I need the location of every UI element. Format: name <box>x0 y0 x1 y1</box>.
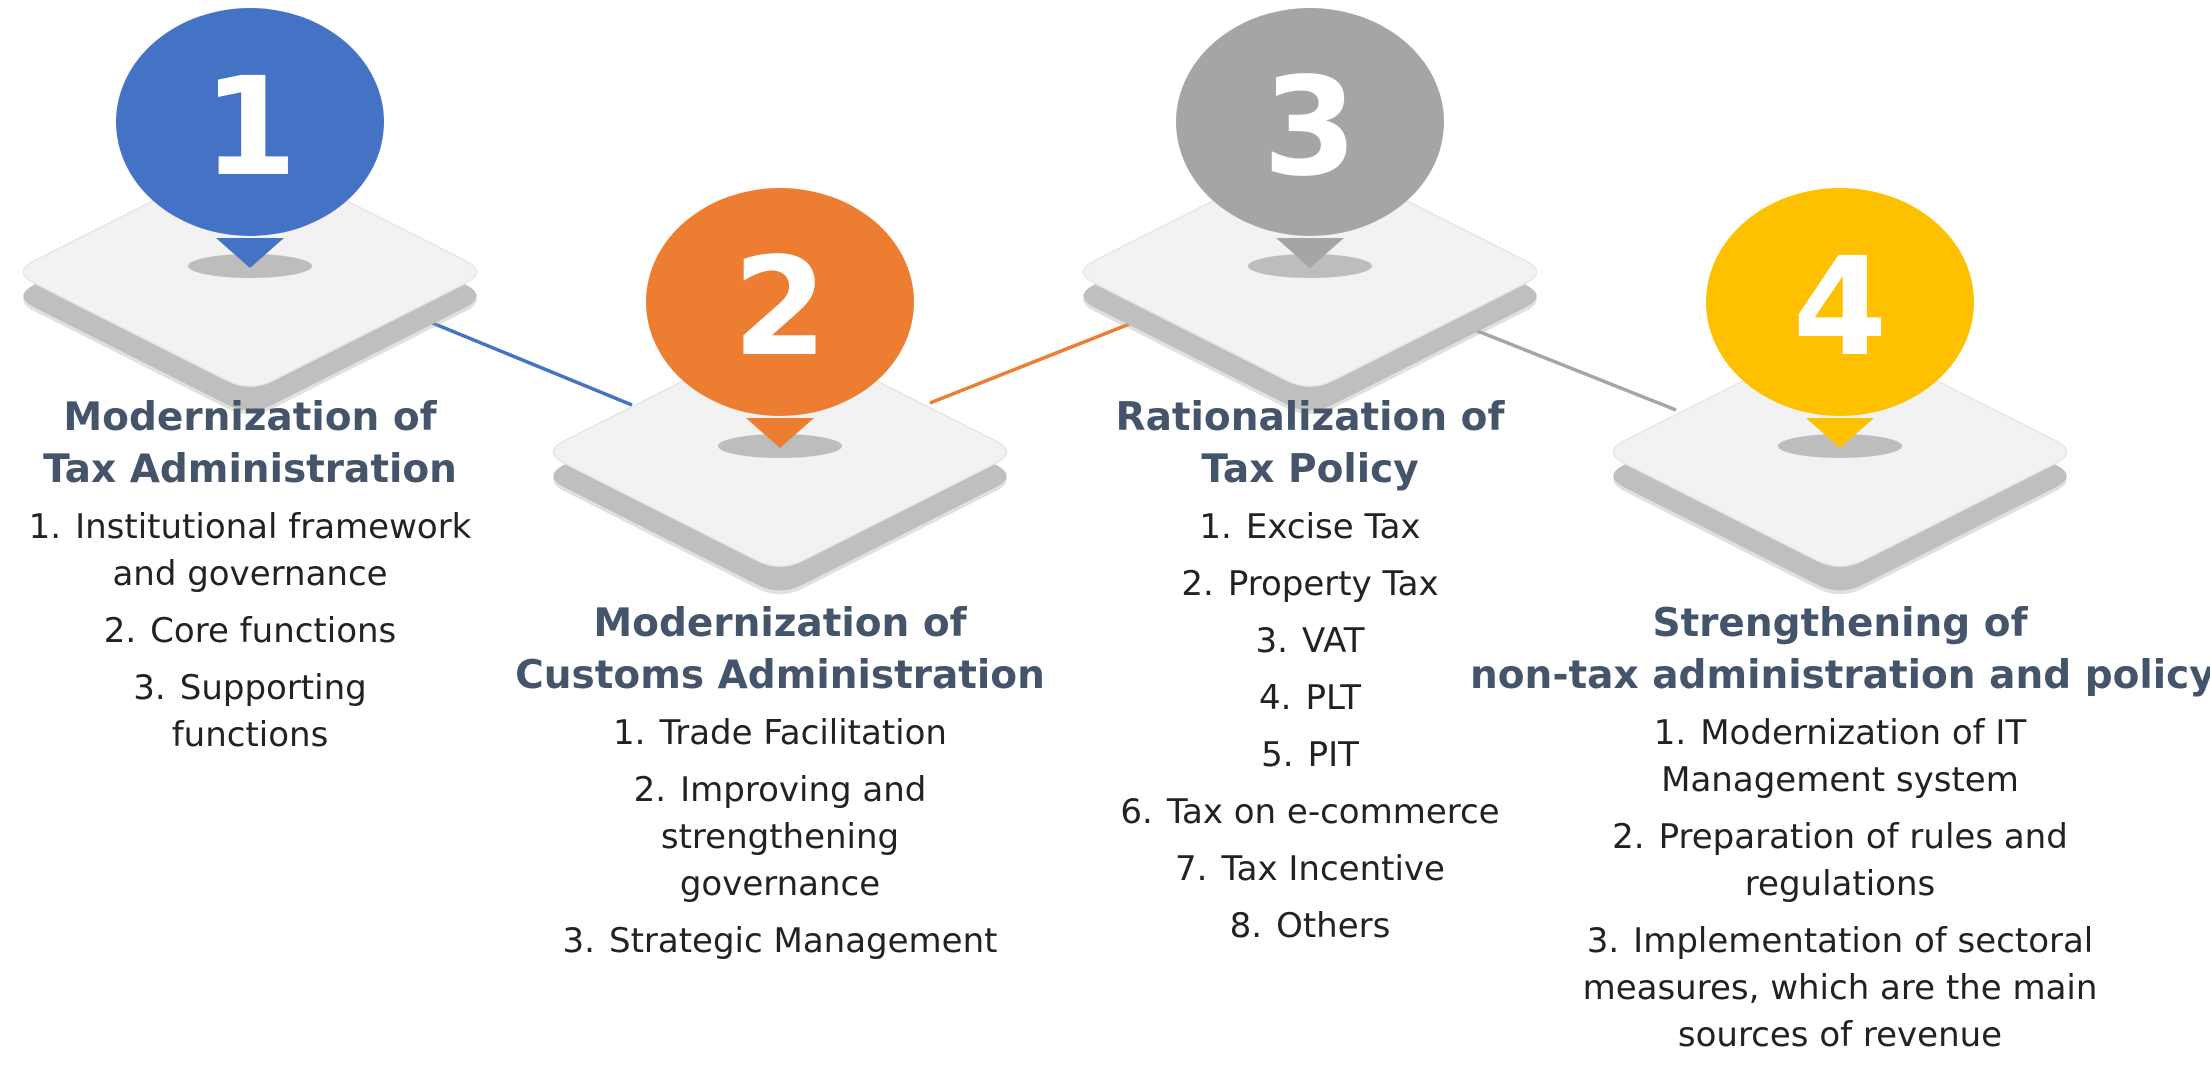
list-item-text: Property Tax <box>1227 564 1439 604</box>
connector-lines <box>429 320 1677 412</box>
pillar-number-1: 1 <box>203 49 298 207</box>
pillar-number-3: 3 <box>1263 49 1358 207</box>
marker-pin-2: 2 <box>646 188 914 448</box>
pillar-title-line: Customs Administration <box>515 653 1045 698</box>
marker-circle-3 <box>1176 8 1444 236</box>
pillar-title-line: Strengthening of <box>1652 601 2028 646</box>
marker-pin-3: 3 <box>1176 8 1444 268</box>
list-item-text: Preparation of rules and regulations <box>1658 817 2068 904</box>
list-item-text: PIT <box>1307 735 1359 775</box>
list-item-number: 2. <box>103 611 137 651</box>
list-item-text: Institutional framework and governance <box>75 507 472 594</box>
list-item: 5. PIT <box>1060 732 1560 779</box>
list-item-text: Improving and strengthening governance <box>660 770 927 904</box>
marker-tail-2 <box>746 418 814 448</box>
list-item-number: 1. <box>28 507 62 547</box>
list-item-number: 1. <box>613 713 646 753</box>
pillar-title-line: Modernization of <box>63 395 437 440</box>
pillar-title-line: Tax Policy <box>1201 447 1419 492</box>
pillar-title-1: Modernization of Tax Administration <box>0 392 500 496</box>
marker-tail-3 <box>1276 238 1344 268</box>
platform-2 <box>552 337 1008 595</box>
platform-3 <box>1082 157 1538 415</box>
marker-pin-1: 1 <box>116 8 384 268</box>
list-item: 3. VAT <box>1060 618 1560 665</box>
platform-1 <box>22 157 478 415</box>
list-item: 7. Tax Incentive <box>1060 846 1560 893</box>
list-item: 2.Improving and strengthening governance <box>630 767 930 908</box>
list-item: 2. Core functions <box>80 608 420 655</box>
connector-line-1-2 <box>429 320 633 407</box>
list-item-number: 1. <box>1199 507 1232 547</box>
list-item: 1. Excise Tax <box>1060 504 1560 551</box>
marker-tail-1 <box>216 238 284 268</box>
list-item-number: 3. <box>562 921 595 961</box>
list-item-text: VAT <box>1301 621 1365 661</box>
connector-line-2-3 <box>929 321 1133 405</box>
list-item-text: Strategic Management <box>608 921 998 961</box>
list-item-text: Others <box>1276 906 1391 946</box>
marker-pin-4: 4 <box>1706 188 1974 448</box>
pillar-text-4: Strengthening of non-tax administration a… <box>1470 598 2210 1069</box>
list-item-text: PLT <box>1305 678 1361 718</box>
list-item: 4. PLT <box>1060 675 1560 722</box>
marker-circle-4 <box>1706 188 1974 416</box>
list-item-number: 1. <box>1653 713 1687 753</box>
list-item-number: 8. <box>1229 906 1263 946</box>
pillar-title-3: Rationalization of Tax Policy <box>1060 392 1560 496</box>
marker-circle-2 <box>646 188 914 416</box>
pillar-items-2: 1. Trade Facilitation 2.Improving and stre… <box>500 710 1060 965</box>
list-item: 3.Supporting functions <box>70 665 430 759</box>
list-item-text: Supporting functions <box>171 668 367 755</box>
list-item: 6. Tax on e-commerce <box>1060 789 1560 836</box>
pillar-items-4: 1.Modernization of IT Management system 2… <box>1470 710 2210 1059</box>
pillar-items-1: 1. Institutional framework and governance… <box>0 504 500 759</box>
pillar-text-2: Modernization of Customs Administration 1.… <box>500 598 1060 975</box>
list-item: 2. Preparation of rules and regulations <box>1600 814 2080 908</box>
pillar-text-3: Rationalization of Tax Policy 1. Excise Tax… <box>1060 392 1560 960</box>
pillar-text-1: Modernization of Tax Administration 1. Inst… <box>0 392 500 769</box>
list-item-number: 2. <box>1612 817 1645 857</box>
pillar-number-2: 2 <box>733 229 828 387</box>
list-item-text: Modernization of IT Management system <box>1661 713 2027 800</box>
marker-circle-1 <box>116 8 384 236</box>
pillar-title-line: non-tax administration and policy <box>1470 653 2210 698</box>
list-item: 1.Modernization of IT Management system <box>1620 710 2060 804</box>
pillar-title-2: Modernization of Customs Administration <box>500 598 1060 702</box>
list-item: 3. Strategic Management <box>545 918 1015 965</box>
list-item-number: 7. <box>1175 849 1208 889</box>
list-item-text: Excise Tax <box>1245 507 1421 547</box>
list-item-number: 3. <box>1255 621 1288 661</box>
marker-tail-4 <box>1806 418 1874 448</box>
list-item: 1. Trade Facilitation <box>570 710 990 757</box>
pillar-title-line: Modernization of <box>593 601 967 646</box>
pillar-title-line: Tax Administration <box>43 447 457 492</box>
pillar-title-line: Rationalization of <box>1115 395 1505 440</box>
list-item-number: 4. <box>1259 678 1292 718</box>
list-item-number: 2. <box>1181 564 1214 604</box>
connector-line-3-4 <box>1469 326 1677 412</box>
list-item-text: Tax on e-commerce <box>1166 792 1500 832</box>
list-item: 2. Property Tax <box>1060 561 1560 608</box>
list-item-number: 3. <box>133 668 166 708</box>
list-item: 3.Implementation of sectoral measures, w… <box>1580 918 2100 1059</box>
list-item-number: 5. <box>1261 735 1294 775</box>
list-item-text: Implementation of sectoral measures, whi… <box>1582 921 2098 1055</box>
list-item-number: 3. <box>1586 921 1620 961</box>
list-item-text: Core functions <box>150 611 397 651</box>
list-item: 8. Others <box>1060 903 1560 950</box>
pillar-title-4: Strengthening of non-tax administration a… <box>1470 598 2210 702</box>
list-item: 1. Institutional framework and governance <box>20 504 480 598</box>
list-item-text: Tax Incentive <box>1221 849 1445 889</box>
list-item-number: 2. <box>633 770 667 810</box>
list-item-number: 6. <box>1120 792 1153 832</box>
list-item-text: Trade Facilitation <box>659 713 947 753</box>
pillar-number-4: 4 <box>1793 229 1888 387</box>
